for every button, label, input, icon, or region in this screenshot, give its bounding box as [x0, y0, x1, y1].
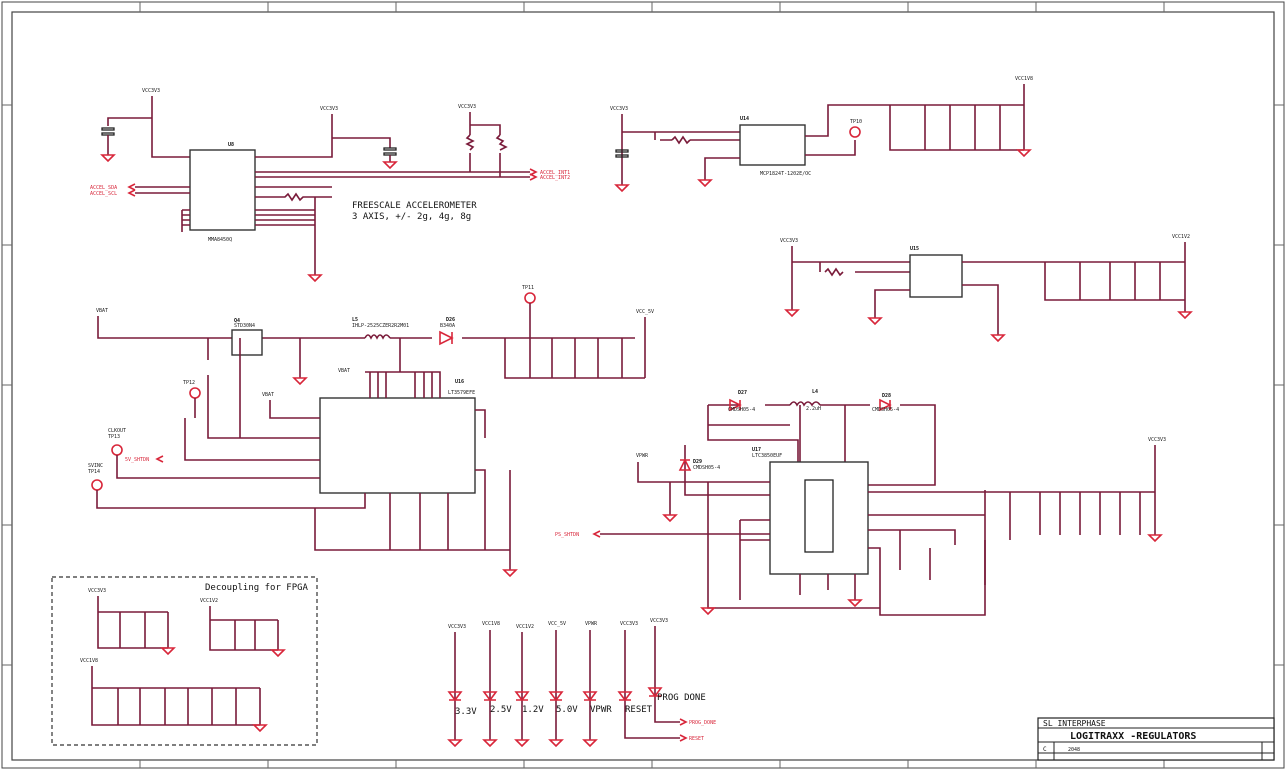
- u16-part: LT3579EFE: [448, 390, 475, 396]
- net-prog-done: PROG_DONE: [689, 720, 716, 726]
- d27-ref: D27: [738, 390, 747, 396]
- u8-accelerometer-ic: [189, 149, 256, 231]
- l4-ref: L4: [812, 389, 818, 395]
- d29-ref: D29: [693, 459, 702, 465]
- tp14-label: TP14: [88, 469, 100, 475]
- tp13-label: TP13: [108, 434, 120, 440]
- rail-vbat-u16: VBAT: [338, 368, 350, 374]
- d28-part: CMDSH05-4: [872, 407, 899, 413]
- rail-vcc3v3-u14: VCC3V3: [610, 106, 628, 112]
- u15-ref: U15: [910, 246, 919, 252]
- title-block-company: SL INTERPHASE: [1043, 719, 1106, 728]
- rail-vcc3v3-u15: VCC3V3: [780, 238, 798, 244]
- rail-led-2v5: VCC1V8: [482, 621, 500, 627]
- u17-buck-block: D27 CMDSH05-4 L4 2.2uH D28 CMDSH05-4 U17…: [555, 389, 1166, 616]
- d28-ref: D28: [882, 393, 891, 399]
- rail-vcc3v3-u8: VCC3V3: [320, 106, 338, 112]
- d29-part: CMDSH05-4: [693, 465, 720, 471]
- l4-val: 2.2uH: [806, 406, 821, 412]
- u15-ldo-ic: [909, 254, 963, 298]
- title-block-title: LOGITRAXX -REGULATORS: [1070, 731, 1196, 742]
- rail-vcc3v3-accel: VCC3V3: [142, 88, 160, 94]
- u15-ldo-block: VCC3V3 U15 VCC1V2: [780, 234, 1193, 343]
- rail-led-prog: VCC3V3: [650, 618, 668, 624]
- l5-ref: L5: [352, 317, 358, 323]
- svinc-label: SVINC: [88, 463, 103, 469]
- u14-ref: U14: [740, 116, 749, 122]
- u8-part: MMA8450Q: [208, 237, 232, 243]
- fpga-decoupling-block: Decoupling for FPGA VCC3V3 VCC1V2 VCC1V8: [51, 576, 318, 746]
- rail-vcc1v8-decap: VCC1V8: [80, 658, 98, 664]
- u14-ldo-block: VCC3V3 U14 MCP1824T-1202E/OC TP10 VCC1V8: [610, 76, 1033, 193]
- rail-led-5v: VCC_5V: [548, 621, 566, 627]
- decoupling-title: Decoupling for FPGA: [205, 583, 309, 593]
- accelerometer-block: VCC3V3 U8 MMA8450Q VCC3V3 VCC3V3 ACCEL_I…: [90, 88, 570, 283]
- net-reset: RESET: [689, 736, 704, 742]
- led-label-prog-done: PROG DONE: [657, 693, 706, 703]
- led-label-1v2: 1.2V: [522, 705, 544, 715]
- led-indicator-block: VCC3V3 VCC1V8 VCC1V2 VCC_5V VPWR VCC3V3 …: [447, 618, 716, 748]
- rail-vcc1v2-out: VCC1V2: [1172, 234, 1190, 240]
- title-block-size: C: [1043, 746, 1047, 753]
- accel-spec-note: 3 AXIS, +/- 2g, 4g, 8g: [352, 212, 471, 222]
- u17-part: LTC3850EUF: [752, 453, 782, 459]
- u16-boost-ic: [319, 397, 476, 494]
- rail-vcc5v-out: VCC_5V: [636, 309, 654, 315]
- net-accel-int2: ACCEL_INT2: [540, 175, 570, 181]
- u16-ref: U16: [455, 379, 464, 385]
- led-label-vpwr: VPWR: [590, 705, 612, 715]
- rail-led-reset: VCC3V3: [620, 621, 638, 627]
- d27-part: CMDSH05-4: [728, 407, 755, 413]
- tp10-label: TP10: [850, 119, 862, 125]
- net-accel-sda: ACCEL_SDA: [90, 185, 117, 191]
- d26-part: B340A: [440, 323, 455, 329]
- rail-led-3v3: VCC3V3: [448, 624, 466, 630]
- u17-ref: U17: [752, 447, 761, 453]
- q4-ref: Q4: [234, 318, 240, 324]
- rail-vcc3v3-pullups: VCC3V3: [458, 104, 476, 110]
- u17-buck-ic: [769, 461, 869, 575]
- net-accel-int1: ACCEL_INT1: [540, 170, 570, 176]
- title-block-doc: 2048: [1068, 747, 1080, 753]
- accel-title-note: FREESCALE ACCELEROMETER: [352, 201, 477, 211]
- u8-ref: U8: [228, 142, 234, 148]
- rail-vcc3v3-out: VCC3V3: [1148, 437, 1166, 443]
- led-label-reset: RESET: [625, 705, 653, 715]
- clkout-label: CLKOUT: [108, 428, 126, 434]
- rail-vbat-in: VBAT: [96, 308, 108, 314]
- rail-vcc1v2-decap: VCC1V2: [200, 598, 218, 604]
- u16-boost-block: VBAT Q4 STD30N4 L5 IHLP-2525CZER2R2M01 D…: [88, 285, 654, 578]
- net-accel-scl: ACCEL_SCL: [90, 191, 117, 197]
- rail-vcc3v3-decap: VCC3V3: [88, 588, 106, 594]
- rail-led-1v2: VCC1V2: [516, 624, 534, 630]
- rail-vpwr-u17: VPWR: [636, 453, 649, 459]
- net-sw-shtdn: 5V_SHTDN: [125, 457, 149, 463]
- led-label-5v0: 5.0V: [556, 705, 578, 715]
- rail-led-vpwr: VPWR: [585, 621, 598, 627]
- rail-vbat-fault: VBAT: [262, 392, 274, 398]
- tp11-label: TP11: [522, 285, 534, 291]
- q4-mosfet: [231, 329, 263, 356]
- u14-ldo-ic: [739, 124, 806, 166]
- l5-part: IHLP-2525CZER2R2M01: [352, 323, 409, 329]
- u14-part: MCP1824T-1202E/OC: [760, 171, 811, 177]
- title-block: SL INTERPHASE LOGITRAXX -REGULATORS C 20…: [1037, 717, 1275, 761]
- q4-part: STD30N4: [234, 323, 255, 329]
- led-label-2v5: 2.5V: [490, 705, 512, 715]
- tp12-label: TP12: [183, 380, 195, 386]
- net-ps-shtdn: PS_SHTDN: [555, 532, 579, 538]
- rail-vcc1v8-out: VCC1V8: [1015, 76, 1033, 82]
- led-label-3v3: 3.3V: [455, 707, 477, 717]
- d26-ref: D26: [446, 317, 455, 323]
